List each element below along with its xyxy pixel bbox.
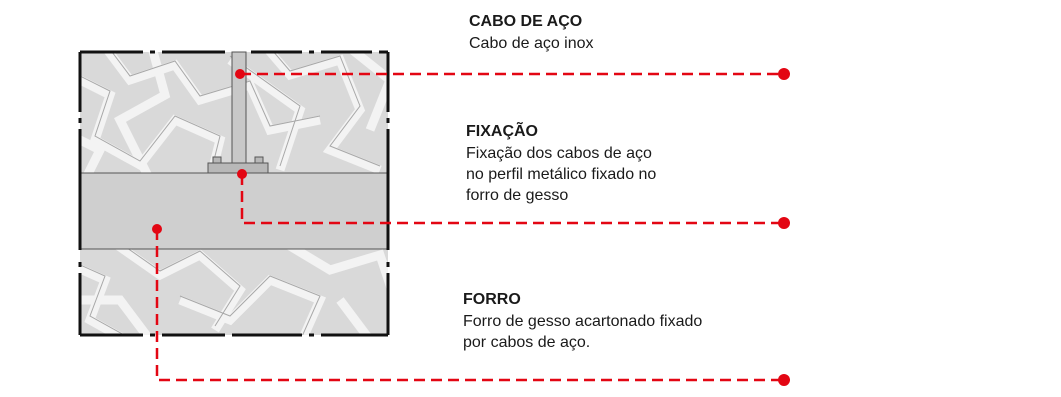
leader-dot-fixacao-start [237, 169, 247, 179]
label-fixacao-desc: Fixação dos cabos de aço no perfil metál… [466, 145, 657, 204]
label-fixacao: FIXAÇÃO Fixação dos cabos de aço no perf… [466, 122, 656, 206]
leader-line-forro [155, 229, 784, 382]
leader-dot-forro-end [778, 374, 790, 386]
label-forro-desc: Forro de gesso acartonado fixado por cab… [463, 313, 703, 351]
label-cabo-title: CABO DE AÇO [469, 13, 583, 30]
bolt-left [212, 156, 222, 164]
detail-frame [78, 50, 390, 337]
leader-dot-cabo-start [235, 69, 245, 79]
leader-dot-fixacao-end [778, 217, 790, 229]
leader-line-fixacao [240, 174, 784, 225]
steel-cable [231, 51, 247, 164]
label-fixacao-title: FIXAÇÃO [466, 123, 538, 140]
ornamental-ceiling-bottom [80, 249, 388, 335]
leader-dot-cabo-end [778, 68, 790, 80]
label-forro-title: FORRO [463, 291, 521, 308]
label-cabo-de-aco: CABO DE AÇO Cabo de aço inox [469, 12, 594, 54]
forro-section [79, 172, 389, 250]
label-cabo-desc: Cabo de aço inox [469, 35, 594, 52]
leader-dot-forro-start [152, 224, 162, 234]
label-forro: FORRO Forro de gesso acartonado fixado p… [463, 290, 702, 353]
bolt-right [254, 156, 264, 164]
